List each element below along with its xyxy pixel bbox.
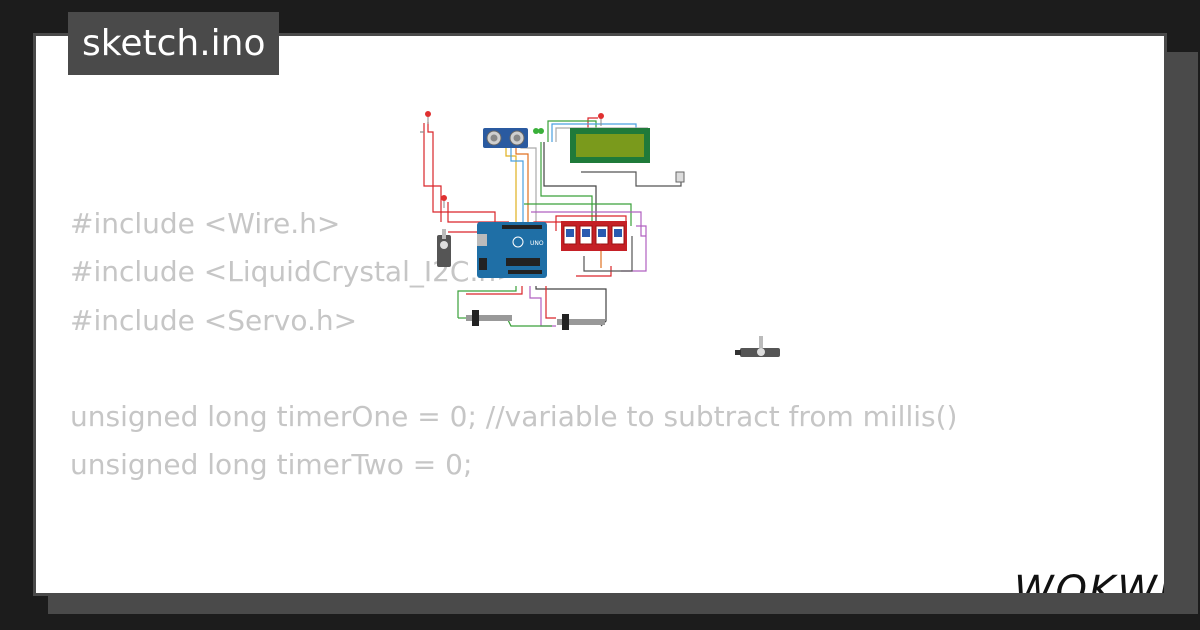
arduino-uno-board: UNO	[477, 222, 547, 278]
relay-label-3: 3	[599, 244, 602, 250]
board-label: UNO	[530, 240, 544, 247]
circuit-diagram: UNO 1 2 3 4	[420, 111, 780, 357]
relay-label-1: 1	[567, 244, 570, 250]
code-line-7	[70, 490, 957, 538]
pushbutton	[675, 171, 685, 183]
relay-label-4: 4	[615, 244, 618, 250]
code-preview: #include <Wire.h> #include <LiquidCrystal…	[70, 200, 958, 593]
preview-card: #include <Wire.h> #include <LiquidCrystal…	[33, 33, 1167, 596]
led-red-top	[425, 111, 431, 124]
code-line-1: #include <Wire.h>	[70, 207, 341, 240]
file-title: sketch.ino	[68, 12, 280, 75]
led-red-lcd	[598, 113, 604, 126]
relay-label-2: 2	[583, 244, 586, 250]
led-red-mid	[441, 195, 447, 208]
code-line-5: unsigned long timerOne = 0; //variable t…	[70, 400, 958, 434]
code-line-3: #include <Servo.h>	[70, 303, 358, 337]
lcd-display	[570, 128, 650, 163]
ultrasonic-sensor	[483, 128, 528, 148]
wokwi-logo: WOKWI	[1014, 568, 1167, 596]
code-line-2: #include <LiquidCrystal_I2C.h>	[70, 255, 520, 289]
servo-motor-right	[735, 336, 780, 357]
brand-text: WOKWI	[1014, 568, 1167, 596]
relay-module: 1 2 3 4	[561, 221, 627, 251]
code-line-8	[70, 538, 957, 586]
slide-potentiometer-right	[557, 314, 605, 330]
led-green	[533, 128, 544, 134]
code-line-9: unsigned int onDuration = 100 // OFF tim…	[70, 586, 957, 593]
slide-potentiometer-left	[466, 310, 512, 326]
servo-motor-left	[437, 229, 451, 267]
code-line-6: unsigned long timerTwo = 0;	[70, 448, 473, 482]
